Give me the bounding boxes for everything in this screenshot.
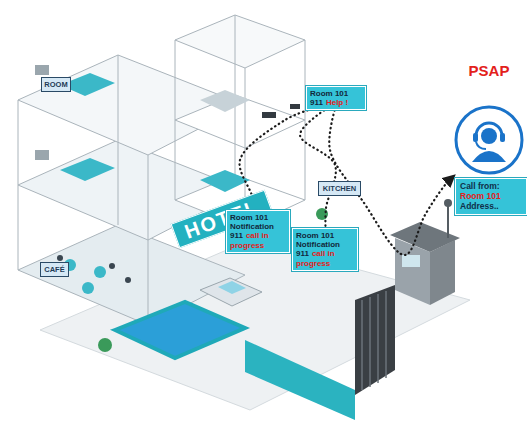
operator-head (481, 128, 497, 144)
wall-edge (118, 55, 119, 225)
node-text: KITCHEN (323, 184, 356, 193)
node-text: Notification (230, 222, 286, 231)
swimming-pool (115, 302, 245, 358)
node-text: 911 (296, 249, 309, 258)
floor-slab (18, 225, 245, 325)
palm-tree (316, 208, 328, 220)
cafe-table (94, 266, 106, 278)
person (125, 277, 131, 283)
camera (444, 199, 452, 207)
node-text: Call from: (460, 181, 522, 191)
wall-edge (175, 40, 176, 200)
headset-band (476, 123, 502, 136)
node-text: Help ! (326, 98, 348, 107)
furniture (35, 65, 49, 75)
circle-outline (456, 107, 522, 173)
gatehouse-window (402, 255, 420, 267)
node-text: Address.. (460, 201, 522, 211)
headset-circle (453, 104, 525, 176)
callout-box: Call from:Room 101Address.. (455, 178, 527, 215)
tower-roof (175, 15, 305, 68)
furniture (200, 90, 250, 112)
front-wall (245, 340, 355, 420)
callout-box: Room 101Notification911call in progress (292, 228, 358, 271)
fence-bars (362, 291, 386, 390)
wall-edge (148, 155, 149, 325)
gatehouse-roof (390, 222, 460, 252)
operator-shoulders (472, 151, 506, 162)
ear-cup (500, 133, 505, 142)
car (200, 278, 262, 306)
person (109, 263, 115, 269)
area-tag: ROOM (41, 77, 71, 92)
area-tag: KITCHEN (318, 181, 361, 196)
phone-device (262, 112, 276, 118)
node-text: Room 101 (230, 213, 286, 222)
node-text: Room 101 (296, 231, 354, 240)
node-text: ROOM (44, 80, 67, 89)
psap-icon: PSAP (453, 104, 525, 176)
ear-cup (473, 133, 478, 142)
router-device (290, 104, 300, 109)
cafe-table (82, 282, 94, 294)
callout-box: Room 101Notification911call in progress (226, 210, 290, 253)
node-text: 911 (230, 231, 243, 240)
node-text: PSAP (443, 62, 527, 79)
wall-edge (18, 100, 19, 270)
callout-box: Room 101911Help ! (306, 86, 366, 110)
gate-fence (355, 285, 395, 395)
wall-edge (305, 40, 306, 200)
bed (60, 158, 115, 181)
car-window (218, 281, 246, 294)
person (57, 255, 63, 261)
node-text: Room 101 (460, 191, 522, 201)
node-text: Room 101 (310, 89, 362, 98)
headset-mic (476, 142, 486, 149)
node-text: 911 (310, 98, 323, 107)
node-text: CAFÉ (44, 265, 64, 274)
camera-pole (447, 205, 449, 238)
node-text: Notification (296, 240, 354, 249)
furniture (35, 150, 49, 160)
area-tag: CAFÉ (40, 262, 69, 277)
palm-tree (98, 338, 112, 352)
